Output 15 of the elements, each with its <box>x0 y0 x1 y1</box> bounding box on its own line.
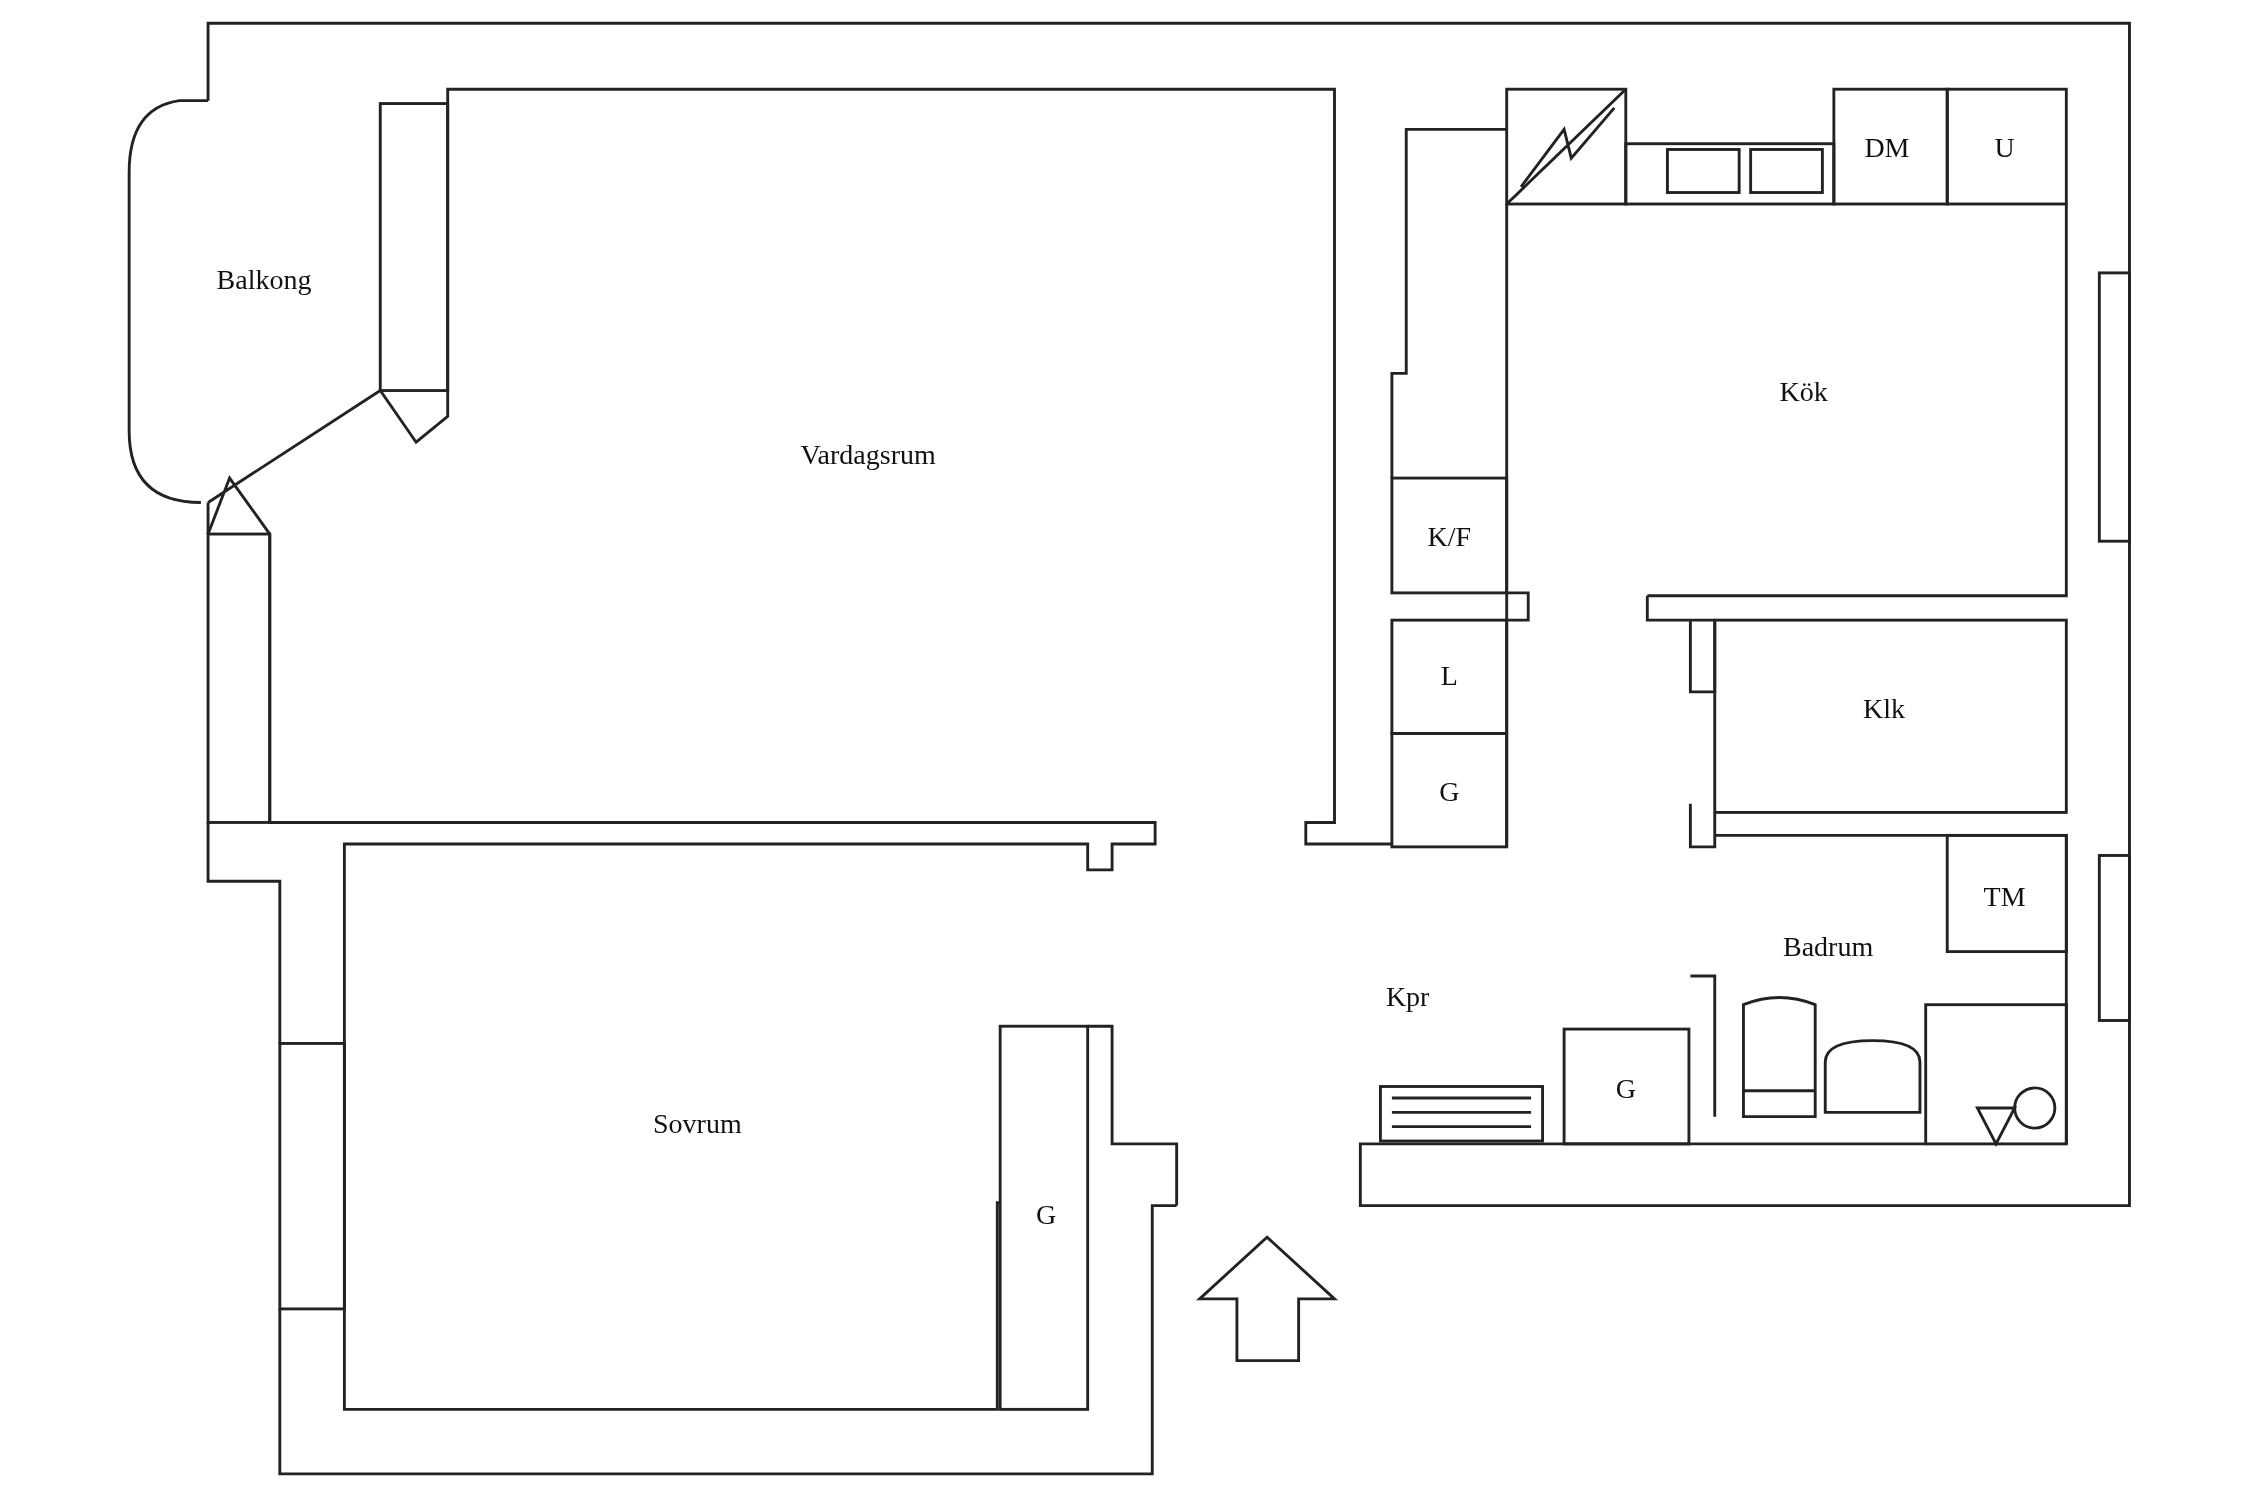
room-label: DM <box>1864 131 1910 164</box>
room-label: Balkong <box>216 263 312 296</box>
room-label: U <box>1994 131 2015 164</box>
room-label: TM <box>1983 880 2026 913</box>
room-label: Badrum <box>1783 931 1874 964</box>
room-label: Sovrum <box>653 1107 742 1140</box>
room-label: Klk <box>1863 692 1906 725</box>
room-label: K/F <box>1427 520 1472 553</box>
room-label: Kök <box>1779 375 1828 408</box>
room-label: G <box>1035 1199 1057 1232</box>
room-label: Vardagsrum <box>800 438 936 471</box>
room-label: L <box>1440 659 1458 692</box>
room-label: G <box>1439 776 1460 809</box>
room-label: G <box>1615 1073 1636 1106</box>
room-label: Kpr <box>1385 981 1430 1014</box>
